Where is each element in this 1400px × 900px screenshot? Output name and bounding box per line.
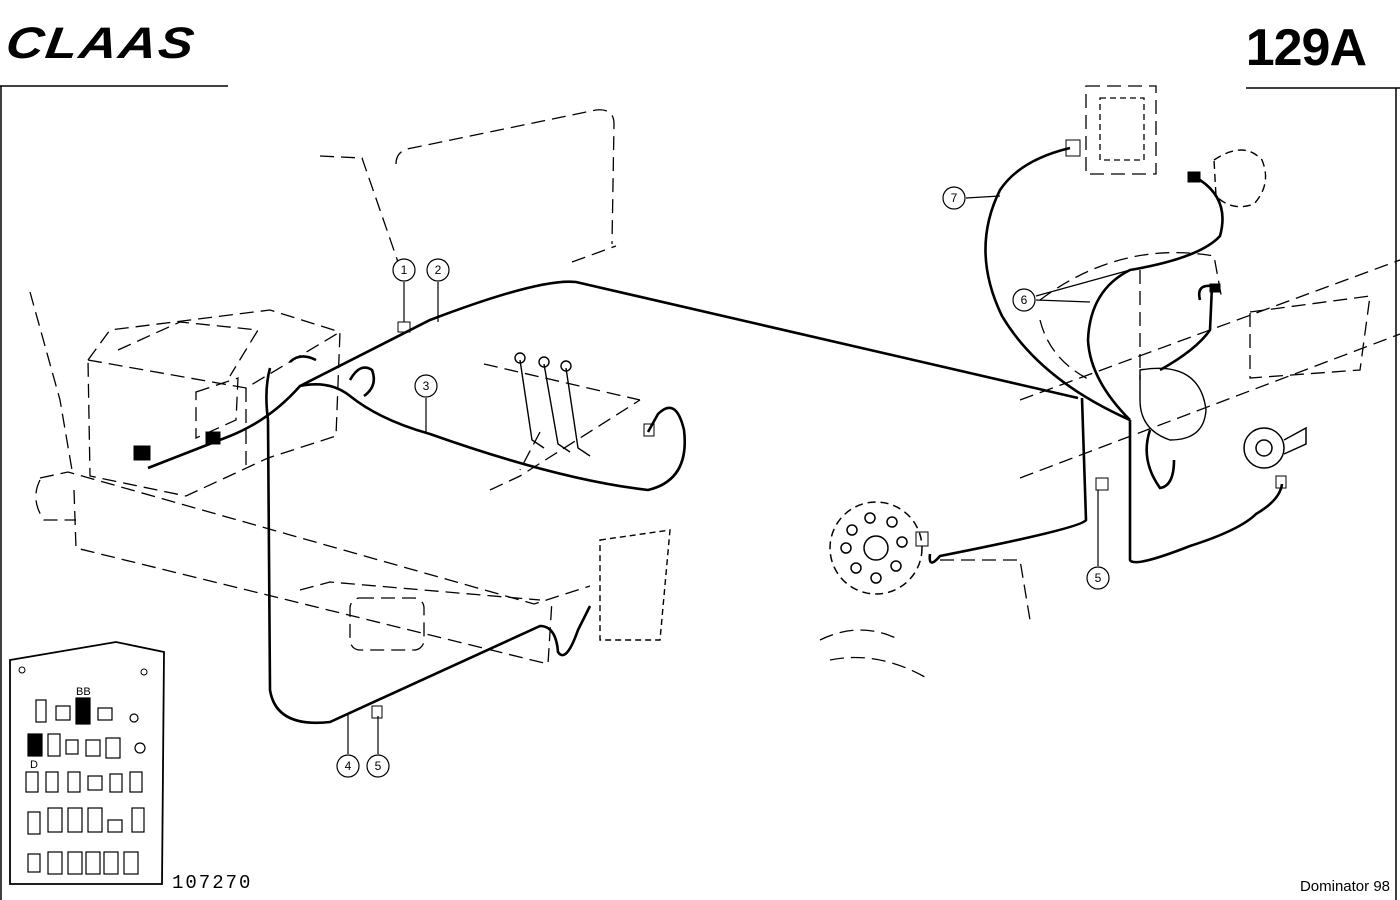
svg-text:5: 5 [1095, 571, 1102, 585]
switch-icon [514, 352, 671, 641]
callouts: 1 2 3 4 5 5 6 7 [336, 186, 1110, 778]
callout-6: 6 [1012, 288, 1036, 312]
callout-4: 4 [336, 754, 360, 778]
callout-1: 1 [392, 258, 416, 282]
callout-2: 2 [426, 258, 450, 282]
svg-text:5: 5 [375, 759, 382, 773]
page-number: 129A [1245, 19, 1367, 77]
callout-3: 3 [414, 374, 438, 398]
fuse-label-top: BB [76, 686, 91, 698]
svg-text:2: 2 [435, 263, 442, 277]
lamp-icon [1139, 149, 1267, 441]
model-name: Dominator 98 [1299, 878, 1390, 895]
fuse-label-left: D [30, 759, 38, 771]
callout-7: 7 [942, 186, 966, 210]
wheel-icon [829, 501, 923, 595]
drawing-number: 107270 [172, 872, 253, 894]
wire-harness [147, 146, 1284, 725]
connector-icon [1243, 426, 1307, 469]
fuse-box-icon: BB D [9, 641, 165, 885]
machine-outline [29, 85, 1400, 681]
callout-5-right: 5 [1086, 566, 1110, 590]
callout-leaders [347, 195, 1131, 754]
page-frame [0, 85, 1400, 900]
svg-text:7: 7 [951, 191, 958, 205]
svg-text:1: 1 [401, 263, 408, 277]
svg-text:3: 3 [423, 379, 430, 393]
connector-icon [133, 139, 1287, 719]
svg-text:6: 6 [1021, 293, 1028, 307]
svg-text:4: 4 [345, 759, 352, 773]
callout-5-left: 5 [366, 754, 390, 778]
